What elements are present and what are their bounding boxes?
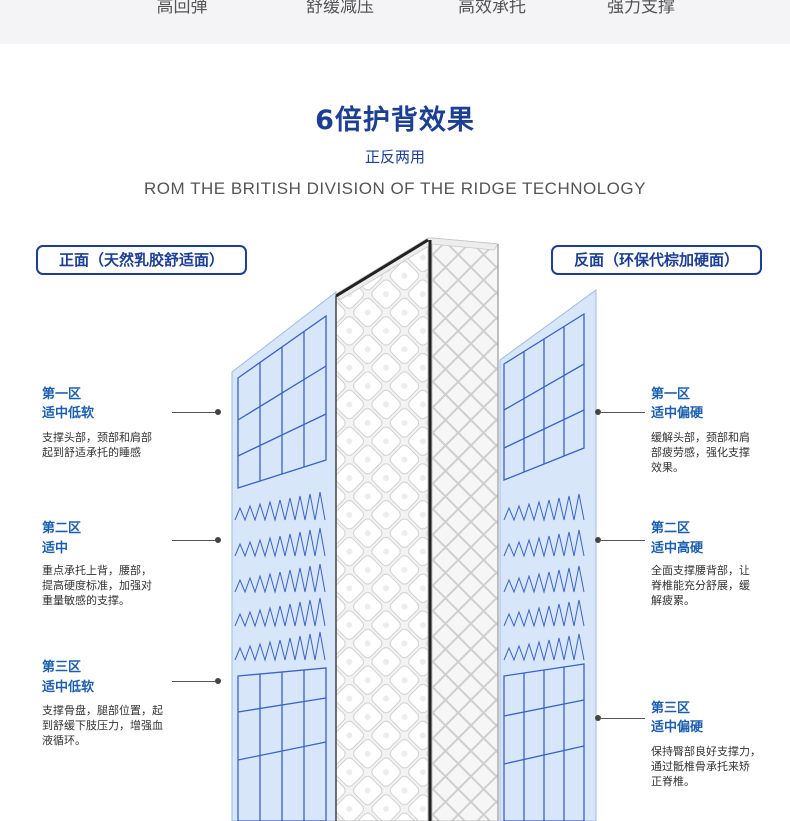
desc-line: 保持臀部良好支撑力， [651, 745, 761, 758]
back-zone2-callout-dot [595, 537, 601, 543]
desc-line: 解疲累。 [651, 594, 695, 607]
desc-line: 支撑头部，颈部和肩部 [42, 431, 152, 444]
back-zone1-name: 第一区 [651, 387, 691, 402]
desc-line: 通过骶椎骨承托来矫 [651, 760, 750, 773]
mattress-body [335, 237, 499, 821]
feature-pressure-relief: 舒缓减压 [306, 0, 374, 17]
front-zone3-firmness: 适中低软 [42, 680, 95, 695]
desc-line: 缓解头部，颈部和肩 [651, 431, 750, 444]
front-zone2-desc: 重点承托上背，腰部， 提高硬度标准，加强对 重量敏感的支撑。 [42, 563, 152, 608]
back-zone2-firmness: 适中高硬 [651, 541, 704, 556]
desc-line: 到舒缓下肢压力，增强血 [42, 719, 163, 732]
feature-high-rebound: 高回弹 [156, 0, 208, 17]
desc-line: 起到舒适承托的睡感 [42, 446, 141, 459]
back-zone2-desc: 全面支撑腰背部，让 脊椎能充分舒展，缓 解疲累。 [651, 563, 750, 608]
feature-strip: 高回弹 舒缓减压 高效承托 强力支撑 [0, 0, 790, 44]
back-zone2-name: 第二区 [651, 521, 691, 536]
desc-line: 支撑骨盘，腿部位置，起 [42, 704, 163, 717]
back-zone3-callout-dot [595, 715, 601, 721]
front-zone1-callout-dot [215, 409, 221, 415]
back-zone3-callout-line [599, 718, 645, 719]
desc-line: 液循环。 [42, 734, 86, 747]
front-zone1-desc: 支撑头部，颈部和肩部 起到舒适承托的睡感 [42, 430, 152, 460]
back-zone3-desc: 保持臀部良好支撑力， 通过骶椎骨承托来矫 正脊椎。 [651, 744, 761, 789]
front-zone3-callout-line [172, 681, 218, 682]
desc-line: 正脊椎。 [651, 775, 695, 788]
front-side-label: 正面（天然乳胶舒适面） [36, 245, 247, 275]
spring-rows [234, 491, 326, 662]
front-zone2-callout-line [172, 540, 218, 541]
back-zone3-name: 第三区 [651, 701, 691, 716]
front-zone3-name: 第三区 [42, 660, 82, 675]
desc-line: 重量敏感的支撑。 [42, 594, 130, 607]
desc-line: 重点承托上背，腰部， [42, 564, 152, 577]
page-title: 6倍护背效果 [315, 105, 475, 136]
front-zone2-callout-dot [215, 537, 221, 543]
back-side-label: 反面（环保代棕加硬面） [551, 245, 762, 275]
back-zone1-firmness: 适中偏硬 [651, 406, 704, 421]
front-zone1-firmness: 适中低软 [42, 406, 95, 421]
back-zone1-desc: 缓解头部，颈部和肩 部疲劳感，强化支撑 效果。 [651, 430, 750, 475]
back-zone2-callout-line [599, 540, 645, 541]
back-zone1-callout-dot [595, 409, 601, 415]
front-zone2-name: 第二区 [42, 521, 82, 536]
page-subtitle: 正反两用 [364, 148, 425, 166]
front-zone1-callout-line [172, 412, 218, 413]
desc-line: 提高硬度标准，加强对 [42, 579, 152, 592]
english-tagline: ROM THE BRITISH DIVISION OF THE RIDGE TE… [144, 179, 646, 198]
front-zone2-firmness: 适中 [42, 541, 69, 556]
desc-line: 脊椎能充分舒展，缓 [651, 579, 750, 592]
desc-line: 部疲劳感，强化支撑 [651, 446, 750, 459]
desc-line: 效果。 [651, 461, 684, 474]
feature-support: 高效承托 [458, 0, 526, 17]
back-zone1-callout-line [599, 412, 645, 413]
back-layer-panel [499, 289, 597, 821]
desc-line: 全面支撑腰背部，让 [651, 564, 750, 577]
front-zone1-name: 第一区 [42, 387, 82, 402]
back-zone3-firmness: 适中偏硬 [651, 720, 704, 735]
front-zone3-callout-dot [215, 678, 221, 684]
front-zone3-desc: 支撑骨盘，腿部位置，起 到舒缓下肢压力，增强血 液循环。 [42, 703, 163, 748]
feature-strong-support: 强力支撑 [607, 0, 675, 17]
front-layer-panel [231, 290, 337, 821]
